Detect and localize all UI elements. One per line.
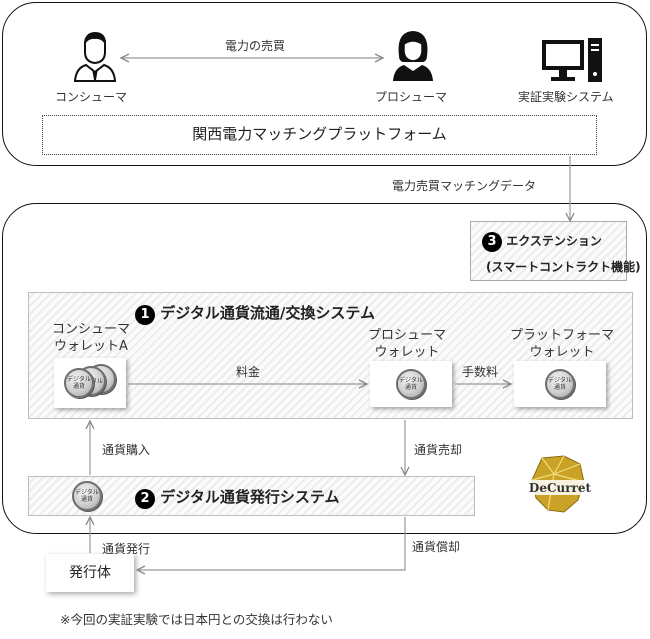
consumer-wallet-box: ル デジタル デジタル通貨 <box>54 358 126 408</box>
issuance-coin-icon: デジタル通貨 <box>72 481 102 511</box>
platformer-wallet-box: デジタル通貨 <box>514 361 606 407</box>
prosumer-wallet-label: プロシューマ ウォレット <box>367 328 446 360</box>
matching-data-label: 電力売買マッチングデータ <box>392 179 537 193</box>
redemption-label: 通貨償却 <box>412 540 461 554</box>
platformer-wallet-label: プラットフォーマ ウォレット <box>509 328 614 360</box>
issuance-system-box <box>28 476 475 516</box>
distribution-title-row: 1 デジタル通貨流通/交換システム <box>135 302 375 325</box>
redemption-arrow <box>138 517 406 570</box>
matching-platform-box: 関西電力マッチングプラットフォーム <box>42 115 597 155</box>
issuer-box: 発行体 <box>46 554 134 592</box>
system-label: 実証実験システム <box>518 90 614 104</box>
consumer-wallet-label: コンシューマ ウォレットA <box>51 322 130 354</box>
platformer-coin-icon: デジタル通貨 <box>545 369 575 399</box>
computer-icon <box>542 38 602 82</box>
issuance-title: デジタル通貨発行システム <box>160 488 340 506</box>
prosumer-label: プロシューマ <box>375 90 448 104</box>
prosumer-person-icon <box>393 31 433 81</box>
commission-label: 手数料 <box>462 365 499 379</box>
coin-stack-front-icon: デジタル通貨 <box>64 368 94 398</box>
extension-title: エクステンション <box>506 234 602 248</box>
prosumer-wallet-box: デジタル通貨 <box>370 361 452 407</box>
sale-label: 通貨売却 <box>414 443 463 457</box>
extension-title-row: 3 エクステンション <box>482 232 602 252</box>
consumer-person-icon <box>73 32 117 82</box>
extension-number-badge: 3 <box>482 232 502 252</box>
consumer-label: コンシューマ <box>55 90 128 104</box>
fee-label: 料金 <box>236 365 261 379</box>
decurret-logo-icon: DeCurret <box>522 455 598 513</box>
issuance-title-row: 2 デジタル通貨発行システム <box>135 486 340 509</box>
footnote: ※今回の実証実験では日本円との交換は行わない <box>60 612 333 627</box>
distribution-number-badge: 1 <box>135 305 155 325</box>
extension-subtitle: (スマートコントラクト機能) <box>486 260 641 274</box>
prosumer-coin-icon: デジタル通貨 <box>396 369 426 399</box>
issuance-number-badge: 2 <box>135 489 155 509</box>
trade-label: 電力の売買 <box>225 39 286 53</box>
distribution-title: デジタル通貨流通/交換システム <box>160 304 375 322</box>
top-container <box>2 2 647 166</box>
logo-text: DeCurret <box>529 481 592 495</box>
issue-label: 通貨発行 <box>102 542 151 556</box>
purchase-label: 通貨購入 <box>102 443 151 457</box>
